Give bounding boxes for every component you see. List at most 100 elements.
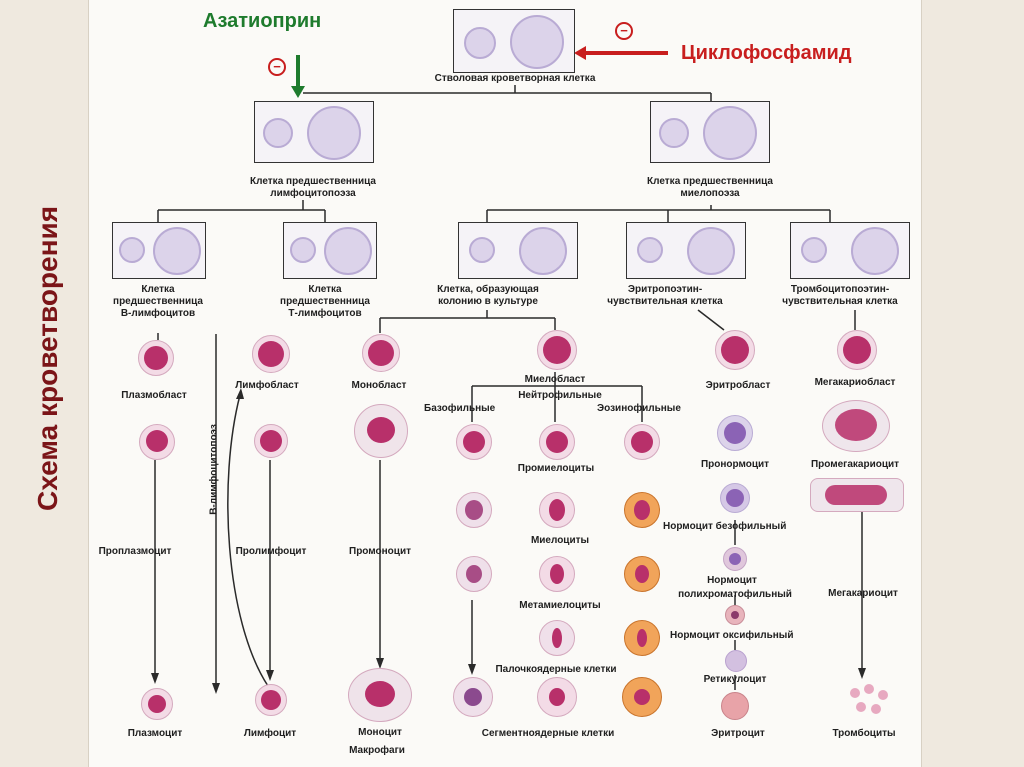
cell-large <box>510 15 564 69</box>
normocyte-poly-label-2: полихроматофильный <box>678 589 792 600</box>
plasmoblast-label: Плазмобласт <box>121 390 187 401</box>
myeloblast-label: Миелобласт <box>524 374 586 385</box>
platelet <box>864 684 874 694</box>
azathioprine-label: Азатиоприн <box>203 10 322 32</box>
cell-large <box>307 106 361 160</box>
cell-small <box>464 27 496 59</box>
monoblast-label: Монобласт <box>351 380 407 391</box>
prolymphocyte-cell <box>254 424 288 458</box>
pronormocyte-label: Пронормоцит <box>700 459 770 470</box>
cfu-label-1: Клетка, образующая <box>437 284 539 295</box>
nucleus <box>731 611 739 619</box>
neutro-metamyelocyte-cell <box>539 556 575 592</box>
lymphocyte-cell <box>255 684 287 716</box>
platelet <box>878 690 888 700</box>
promegakaryocyte-label: Промегакариоцит <box>810 459 900 470</box>
thr-precursor-label-2: чувствительная клетка <box>782 296 898 307</box>
nucleus <box>726 489 744 507</box>
baso-metamyelocyte-cell <box>456 556 492 592</box>
platelet <box>856 702 866 712</box>
cell-large <box>519 227 567 275</box>
metamyelocytes-label: Метамиелоциты <box>519 600 601 611</box>
normocyte-baso-cell <box>720 483 750 513</box>
nucleus <box>835 409 877 441</box>
inhibit-sign-icon: − <box>268 58 286 76</box>
cell-small <box>290 237 316 263</box>
nucleus <box>144 346 168 370</box>
cell-large <box>687 227 735 275</box>
t-precursor-box <box>283 222 377 279</box>
normocyte-baso-label: Нормоцит безофильный <box>663 521 787 532</box>
nucleus <box>464 688 482 706</box>
monoblast-cell <box>362 334 400 372</box>
nucleus <box>365 681 395 707</box>
eosinophilic-label: Эозинофильные <box>597 403 681 414</box>
cell-large <box>703 106 757 160</box>
b-lymphopoiesis-label: В-лимфоцитопоэз <box>208 424 220 515</box>
nucleus <box>721 336 749 364</box>
nucleus <box>258 341 284 367</box>
normocyte-oxy-label: Нормоцит оксифильный <box>670 630 794 641</box>
promonocyte-label: Промоноцит <box>349 546 411 557</box>
nucleus <box>546 431 568 453</box>
promyelocytes-label: Промиелоциты <box>517 463 595 474</box>
erythroblast-label: Эритробласт <box>705 380 771 391</box>
nucleus <box>549 499 565 521</box>
nucleus <box>543 336 571 364</box>
cfu-label-2: колонию в культуре <box>438 296 538 307</box>
baso-segmented-cell <box>453 677 493 717</box>
b-precursor-box <box>112 222 206 279</box>
eo-segmented-cell <box>622 677 662 717</box>
b-precursor-label-1: Клетка <box>141 284 175 295</box>
cell-small <box>263 118 293 148</box>
nucleus <box>463 431 485 453</box>
cell-large <box>851 227 899 275</box>
cell-large <box>324 227 372 275</box>
plasmoblast-cell <box>138 340 174 376</box>
plasmocyte-cell <box>141 688 173 720</box>
platelet <box>850 688 860 698</box>
nucleus <box>634 500 650 520</box>
neutro-band-cell <box>539 620 575 656</box>
myelo-precursor-box <box>650 101 770 163</box>
inhibit-sign-icon: − <box>615 22 633 40</box>
nucleus <box>466 565 482 583</box>
nucleus <box>724 422 746 444</box>
lymph-precursor-label-2: лимфоцитопоэза <box>270 188 356 199</box>
monocyte-label: Моноцит <box>358 727 402 738</box>
neutrophilic-label: Нейтрофильные <box>518 390 602 401</box>
cell-small <box>801 237 827 263</box>
nucleus <box>634 689 650 705</box>
segmented-label: Сегментноядерные клетки <box>481 728 615 739</box>
thr-precursor-box <box>790 222 910 279</box>
neutro-segmented-cell <box>537 677 577 717</box>
proplasmocyte-cell <box>139 424 175 460</box>
erythrocyte-cell <box>721 692 749 720</box>
cell-small <box>119 237 145 263</box>
prolymphocyte-label: Пролимфоцит <box>235 546 307 557</box>
nucleus <box>631 431 653 453</box>
eo-promyelocyte-cell <box>624 424 660 460</box>
t-precursor-label-1: Клетка <box>308 284 342 295</box>
macrophages-label: Макрофаги <box>349 745 405 756</box>
thr-precursor-label-1: Тромбоцитопоэтин- <box>790 284 890 295</box>
nucleus <box>550 564 564 584</box>
promonocyte-cell <box>354 404 408 458</box>
nucleus <box>148 695 166 713</box>
normocyte-oxy-cell <box>725 605 745 625</box>
nucleus <box>465 500 483 520</box>
t-precursor-label-2: предшественница <box>280 296 370 307</box>
stem-cell-label: Стволовая кроветворная клетка <box>434 73 596 84</box>
nucleus <box>825 485 887 505</box>
pronormocyte-cell <box>717 415 753 451</box>
reticulocyte-cell <box>725 650 747 672</box>
normocyte-poly-cell <box>723 547 747 571</box>
erythroblast-cell <box>715 330 755 370</box>
neutro-myelocyte-cell <box>539 492 575 528</box>
eo-metamyelocyte-cell <box>624 556 660 592</box>
cell-small <box>659 118 689 148</box>
nucleus <box>635 565 649 583</box>
stem-cell-box <box>453 9 575 73</box>
